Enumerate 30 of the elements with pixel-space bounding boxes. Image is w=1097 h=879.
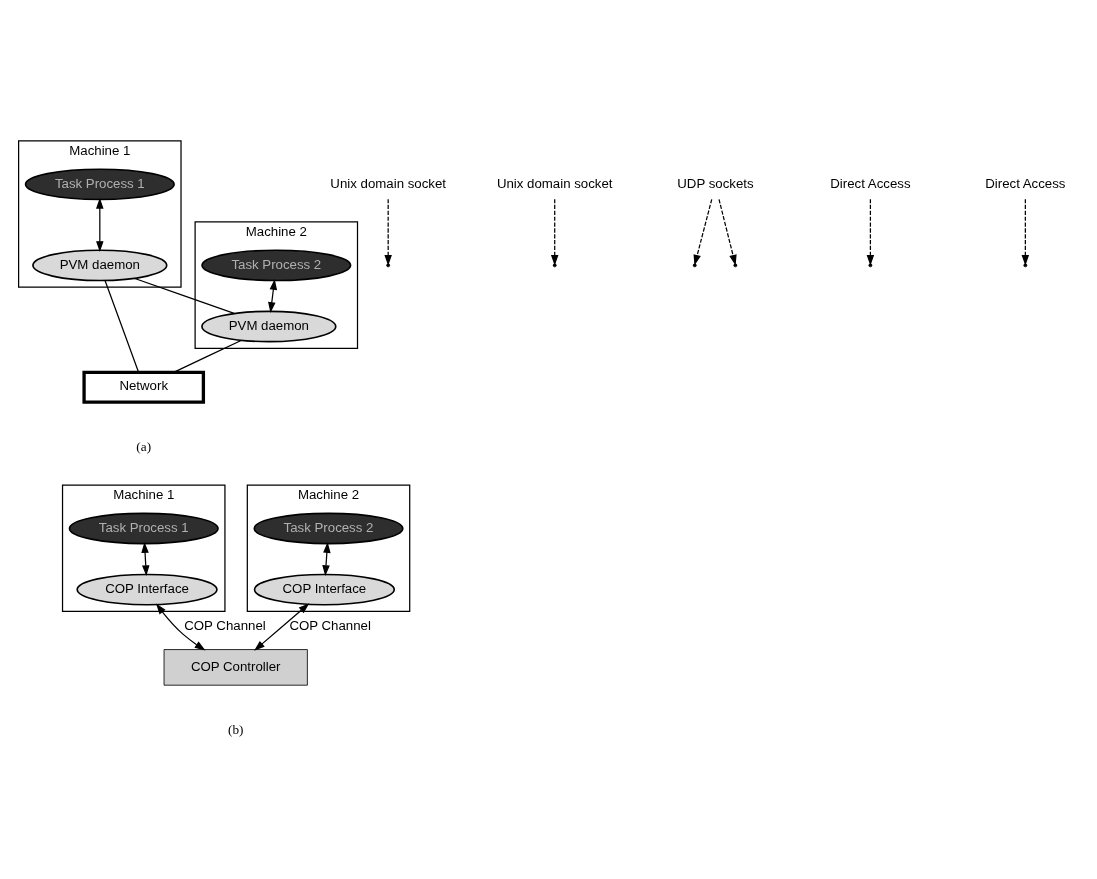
node-text: Unix domain socket [496, 175, 613, 190]
arrow [156, 603, 206, 650]
node-ellipse: COP Interface [253, 573, 396, 606]
arrow [550, 198, 559, 266]
node-text: UDP sockets [677, 175, 754, 190]
node-ellipse: COP Interface [76, 573, 218, 606]
label: (a) [136, 438, 152, 454]
arrow [718, 198, 737, 266]
arrow [268, 278, 278, 313]
arrow [96, 197, 104, 252]
label: (b) [227, 721, 244, 737]
node-ellipse: Task Process 2 [253, 512, 404, 544]
node-ellipse: Task Process 2 [201, 248, 352, 281]
connector [173, 339, 242, 373]
edge-label: COP Channel [289, 617, 371, 633]
node-text: Direct Access [985, 175, 1066, 190]
node-box: COP Controller [163, 648, 308, 686]
node-ellipse: Task Process 1 [68, 512, 219, 544]
arrow [384, 198, 392, 266]
connector [134, 277, 235, 314]
edge-label: COP Channel [184, 617, 266, 633]
connector [104, 279, 140, 373]
arrow [254, 602, 310, 651]
node-box: Network [82, 370, 206, 404]
arrow [1021, 198, 1030, 266]
node-ellipse: PVM daemon [201, 310, 337, 342]
node-ellipse: PVM daemon [32, 248, 168, 281]
node-text: Direct Access [830, 175, 911, 190]
node-text: Unix domain socket [330, 175, 446, 190]
node-ellipse: Task Process 1 [24, 167, 175, 200]
